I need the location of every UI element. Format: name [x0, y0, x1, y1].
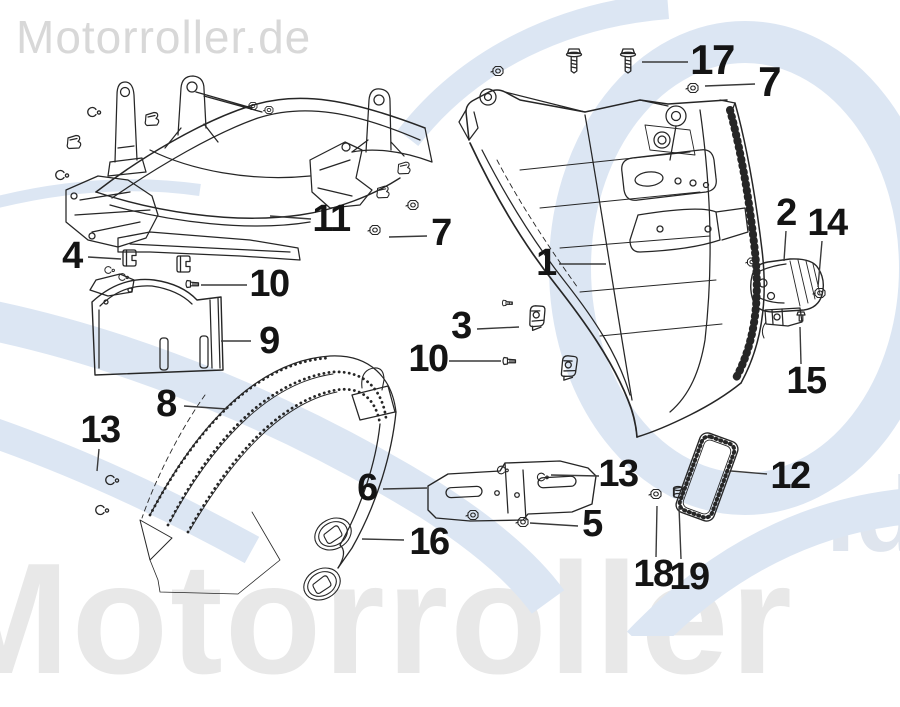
callout-13-left: 13	[80, 409, 121, 451]
bolts-part-17	[565, 48, 637, 74]
rear-fender-part-8	[139, 355, 397, 595]
screw-part-10-upper	[185, 279, 200, 289]
diagram-line-art	[0, 0, 900, 636]
nut-part-7-top	[685, 82, 699, 94]
screw-part-10-lower	[502, 356, 517, 366]
logo-swoosh-watermark	[0, 0, 900, 636]
callout-10-lower: 10	[408, 338, 449, 380]
callout-7-middle: 7	[431, 212, 452, 254]
callout-6: 6	[357, 467, 378, 509]
mudflap-part-9	[89, 266, 224, 376]
callout-11: 11	[312, 198, 351, 240]
callout-9: 9	[259, 320, 280, 362]
callout-18: 18	[633, 553, 674, 595]
callout-leader-lines	[87, 61, 823, 560]
nuts-part-7-middle	[367, 199, 419, 236]
rear-fender-part-1	[458, 88, 765, 438]
callout-14: 14	[807, 202, 848, 244]
grommets-part-16	[297, 511, 358, 607]
watermark-header-text: Motorroller.de	[16, 11, 312, 63]
license-bracket-part-5-6	[427, 460, 597, 528]
callout-4: 4	[62, 235, 83, 277]
callout-10-upper: 10	[249, 263, 290, 305]
callout-16: 16	[409, 521, 450, 563]
callout-12: 12	[770, 455, 811, 497]
callout-5: 5	[582, 503, 603, 545]
callout-1: 1	[536, 242, 557, 284]
callout-2: 2	[776, 192, 797, 234]
callout-15: 15	[786, 360, 827, 402]
callout-7-top: 7	[758, 58, 781, 105]
nut-part-18	[648, 488, 662, 500]
callout-17: 17	[690, 36, 735, 83]
callout-19: 19	[669, 556, 710, 598]
bracket-assembly-part-11	[65, 75, 433, 261]
callout-8: 8	[156, 383, 177, 425]
reflector-part-12	[673, 432, 739, 522]
callout-13-right: 13	[598, 453, 639, 495]
callout-3: 3	[451, 305, 472, 347]
